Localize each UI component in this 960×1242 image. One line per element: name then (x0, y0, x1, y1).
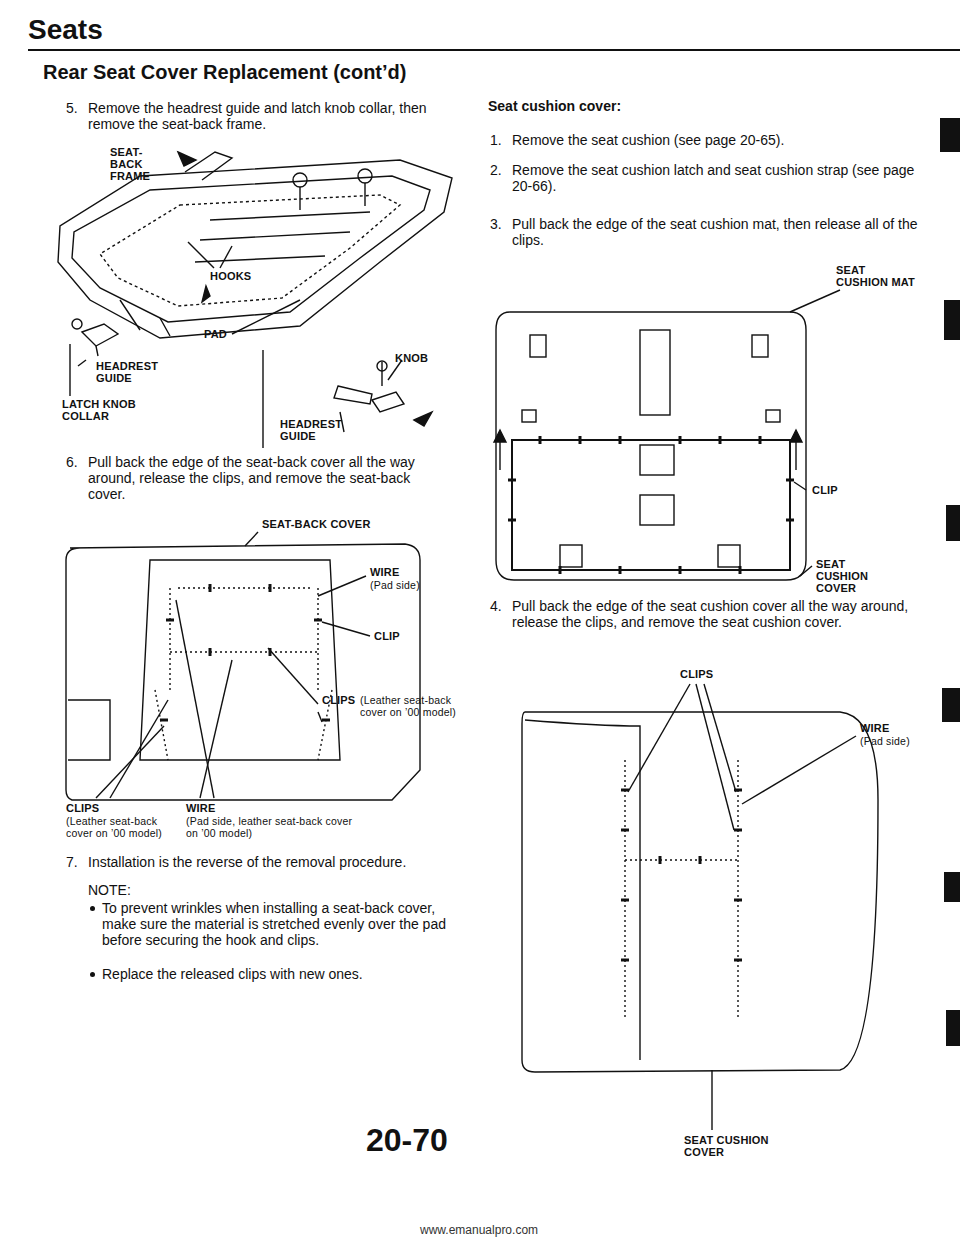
step-number: 5. (66, 100, 78, 116)
knob-inset (263, 350, 432, 448)
subsection-heading: Seat cushion cover: (488, 98, 621, 114)
part-label: PAD (204, 328, 227, 340)
part-label: HOOKS (210, 270, 251, 282)
part-label: CLIPS (680, 668, 713, 680)
part-label: HEADREST GUIDE (280, 418, 360, 442)
note-text: Replace the released clips with new ones… (102, 966, 448, 982)
part-label: KNOB (395, 352, 428, 364)
part-label: CLIPS (322, 694, 355, 706)
part-label: HEADREST GUIDE (96, 360, 176, 384)
part-label: SEAT CUSHION COVER (816, 558, 896, 594)
seat-cushion-cover (522, 684, 878, 1130)
part-note: (Pad side) (860, 735, 910, 747)
part-label: CLIP (374, 630, 400, 642)
part-note: (Pad side, leather seat-back cover on ’0… (186, 815, 356, 839)
step-number: 1. (490, 132, 502, 148)
step-number: 3. (490, 216, 502, 232)
seat-back-cover (66, 532, 420, 800)
part-label: SEAT CUSHION COVER (684, 1134, 774, 1158)
step-text: Remove the seat cushion (see page 20-65)… (512, 132, 932, 148)
headrest-guide-part (70, 319, 118, 396)
part-note: (Pad side) (370, 579, 420, 591)
part-label: LATCH KNOB COLLAR (62, 398, 142, 422)
step-number: 2. (490, 162, 502, 178)
part-label: WIRE (860, 722, 890, 734)
part-label: SEAT-BACK COVER (262, 518, 371, 530)
step-text: Pull back the edge of the seat cushion m… (512, 216, 932, 248)
part-label: SEAT-BACK FRAME (110, 146, 170, 182)
part-label: CLIP (812, 484, 838, 496)
page-number: 20-70 (366, 1122, 448, 1158)
step-number: 6. (66, 454, 78, 470)
page-title: Seats (28, 14, 103, 46)
step-text: Remove the seat cushion latch and seat c… (512, 162, 932, 194)
section-heading: Rear Seat Cover Replacement (cont’d) (43, 60, 406, 84)
part-note: (Leather seat-back cover on ’00 model) (360, 694, 470, 718)
bullet-dot (90, 906, 95, 911)
part-label: WIRE (370, 566, 400, 578)
note-text: To prevent wrinkles when installing a se… (102, 900, 448, 948)
step-number: 4. (490, 598, 502, 614)
step-text: Remove the headrest guide and latch knob… (88, 100, 448, 132)
note-heading: NOTE: (88, 882, 131, 898)
step-text: Installation is the reverse of the remov… (88, 854, 448, 870)
step-number: 7. (66, 854, 78, 870)
part-note: (Leather seat-back cover on ’00 model) (66, 815, 178, 839)
watermark: www.emanualpro.com (420, 1222, 538, 1238)
part-label: WIRE (186, 802, 216, 814)
part-label: CLIPS (66, 802, 99, 814)
part-label: SEAT CUSHION MAT (836, 264, 916, 288)
seat-cushion-mat (494, 290, 840, 580)
step-text: Pull back the edge of the seat cushion c… (512, 598, 932, 630)
step-text: Pull back the edge of the seat-back cove… (88, 454, 443, 502)
bullet-dot (90, 972, 95, 977)
